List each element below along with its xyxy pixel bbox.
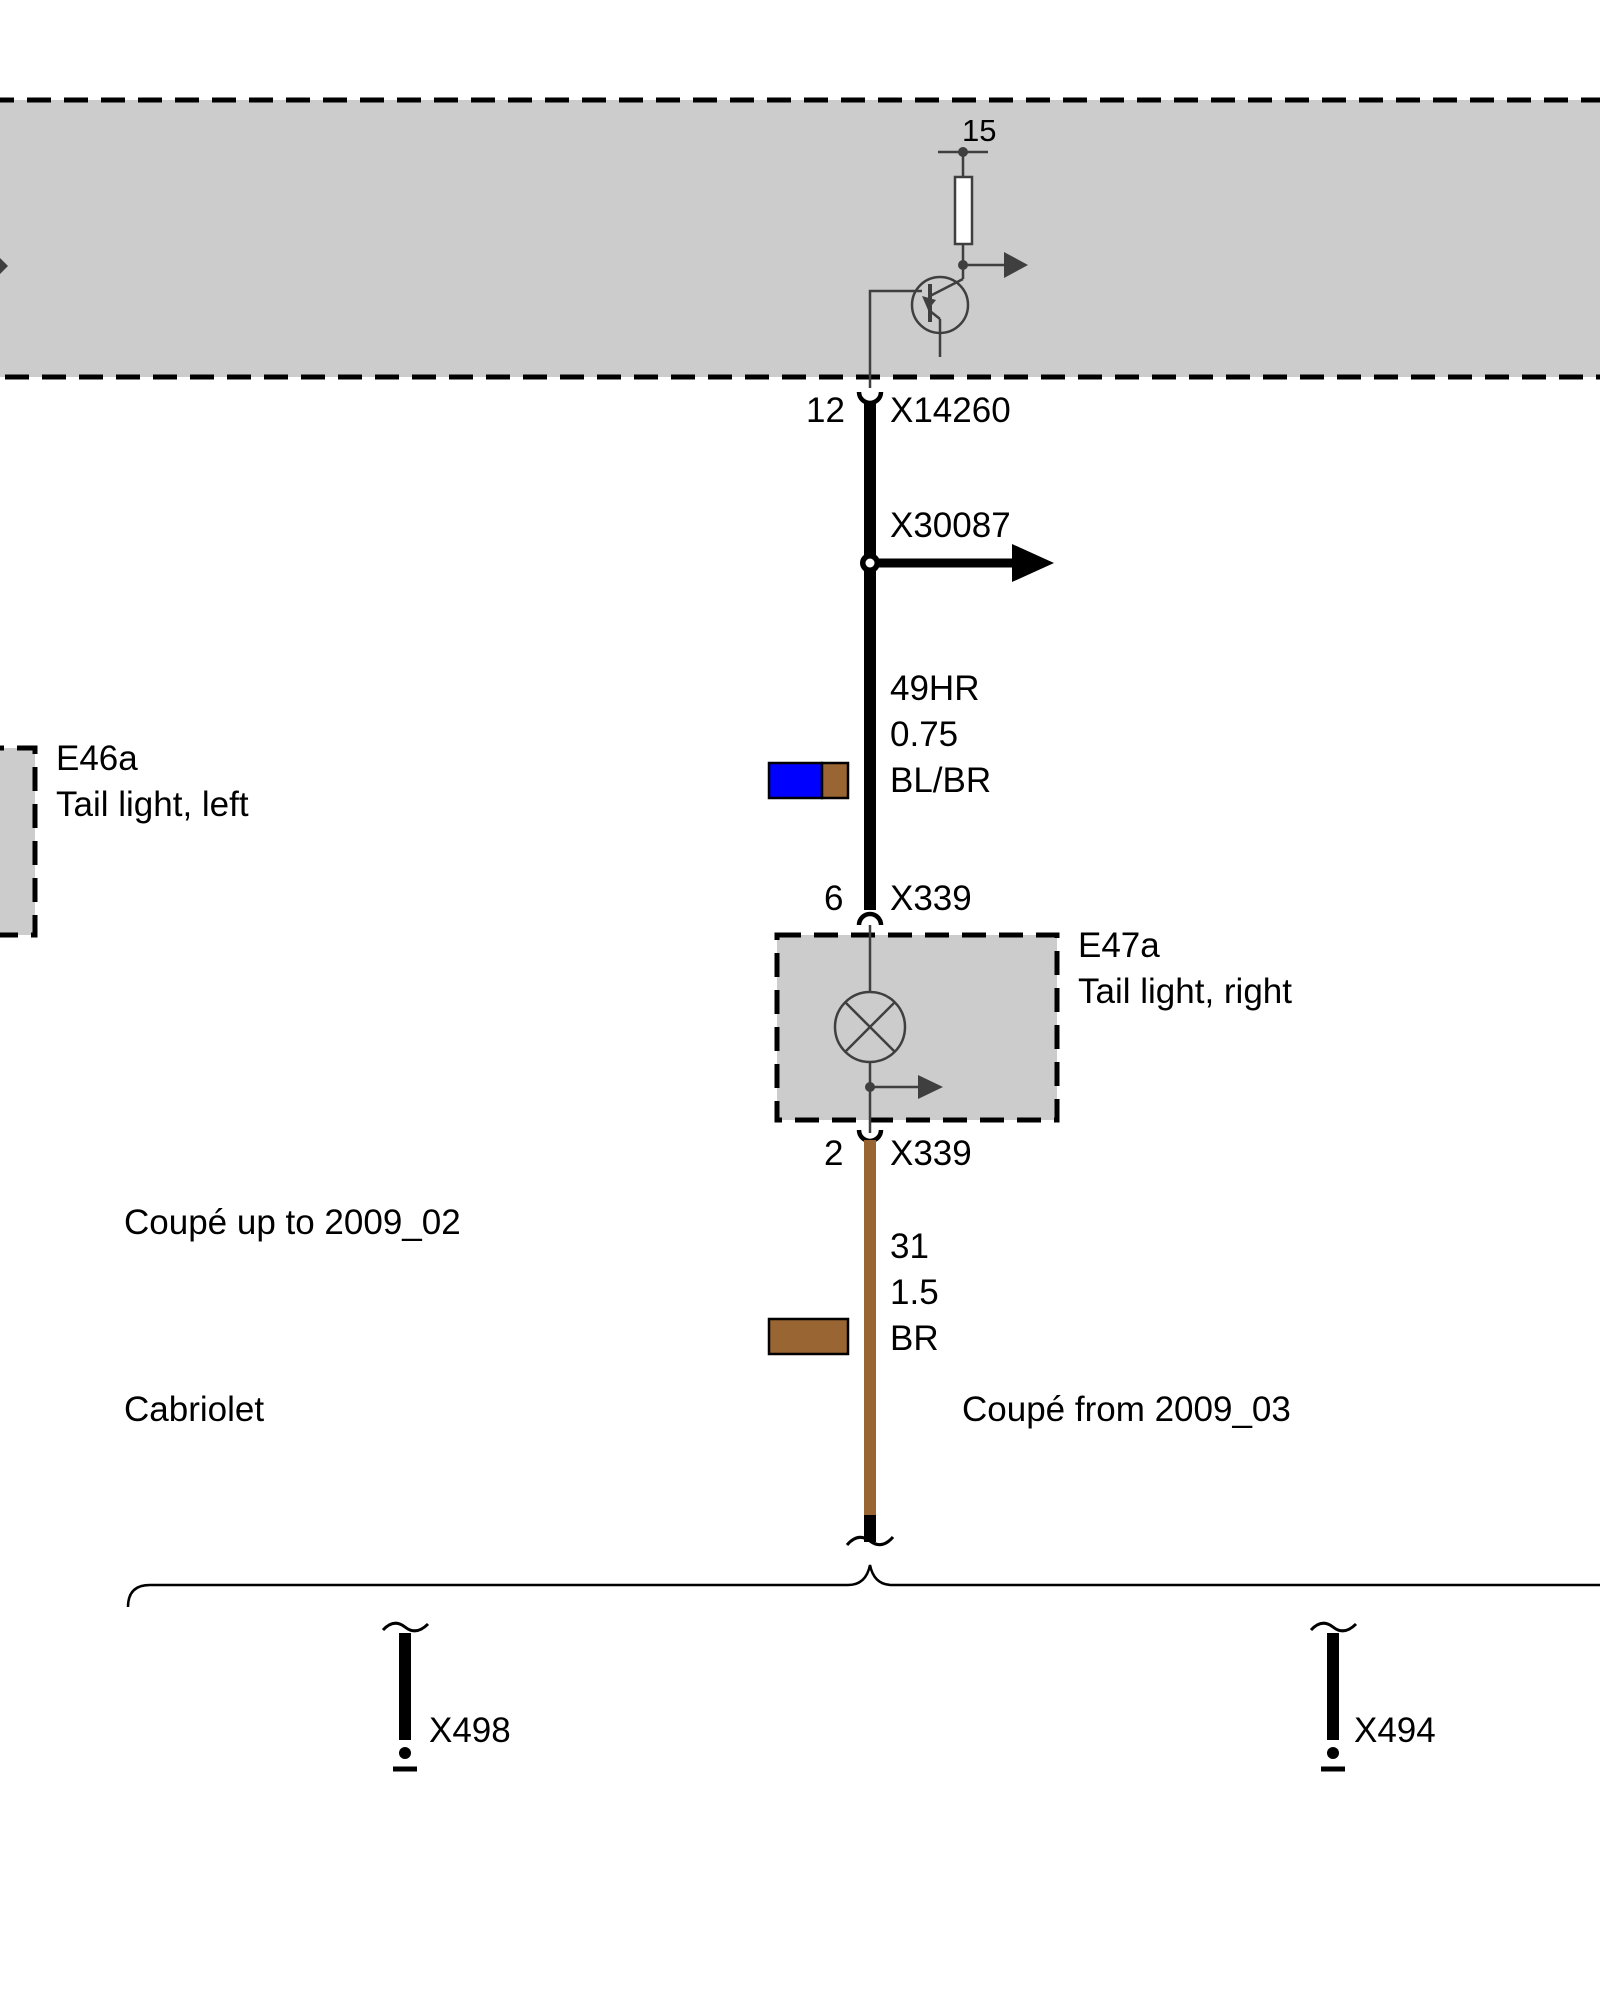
tail-light-right-description: Tail light, right (1078, 972, 1292, 1011)
wire-lower-color-code: BR (890, 1319, 939, 1358)
ground-x494-label: X494 (1354, 1711, 1436, 1750)
variant-coupe-late-label: Coupé from 2009_03 (962, 1390, 1291, 1429)
control-unit-module: 15 (0, 97, 1600, 388)
variant-cabriolet-label: Cabriolet (124, 1390, 264, 1429)
connector-x339-in-label: X339 (890, 879, 972, 918)
terminal-15-label: 15 (962, 113, 996, 148)
transistor-symbol (868, 275, 970, 388)
connector-x339-pin6-symbol (856, 911, 884, 926)
splice-x30087 (860, 544, 1054, 582)
ground-x498-label: X498 (429, 1711, 511, 1750)
connector-x14260-label: X14260 (890, 391, 1011, 430)
pin-2-label: 2 (824, 1134, 843, 1173)
tail-light-left-id: E46a (56, 739, 138, 778)
tail-light-left-box (0, 745, 38, 938)
wire-upper-color-code: BL/BR (890, 761, 991, 800)
splice-x30087-label: X30087 (890, 506, 1011, 545)
wire-color-swatch-br (767, 1317, 850, 1356)
tail-light-right-module (774, 925, 1060, 1133)
left-edge-arrow (0, 258, 8, 274)
variant-coupe-early-label: Coupé up to 2009_02 (124, 1203, 461, 1242)
wire-break-symbol (845, 1535, 895, 1547)
wire-color-swatch-bl-br (767, 761, 850, 800)
wire-upper-cross-section: 0.75 (890, 715, 958, 754)
tail-light-right-box (774, 932, 1060, 1123)
control-unit-box (0, 97, 1600, 380)
pin-12-label: 12 (806, 391, 845, 430)
tail-light-left-description: Tail light, left (56, 785, 249, 824)
wire-upper-signal: 49HR (890, 669, 979, 708)
pin-6-label: 6 (824, 879, 843, 918)
ground-point-x498 (381, 1621, 430, 1772)
ground-point-x494 (1309, 1621, 1358, 1772)
lamp-output-arrow (918, 1075, 943, 1099)
wire-lower-cross-section: 1.5 (890, 1273, 939, 1312)
tail-light-right-id: E47a (1078, 926, 1160, 965)
variant-brace (126, 1564, 1600, 1608)
connector-x339-out-label: X339 (890, 1134, 972, 1173)
wire-lower-signal: 31 (890, 1227, 929, 1266)
signal-output-arrow (1004, 252, 1028, 278)
resistor-symbol (953, 175, 974, 246)
